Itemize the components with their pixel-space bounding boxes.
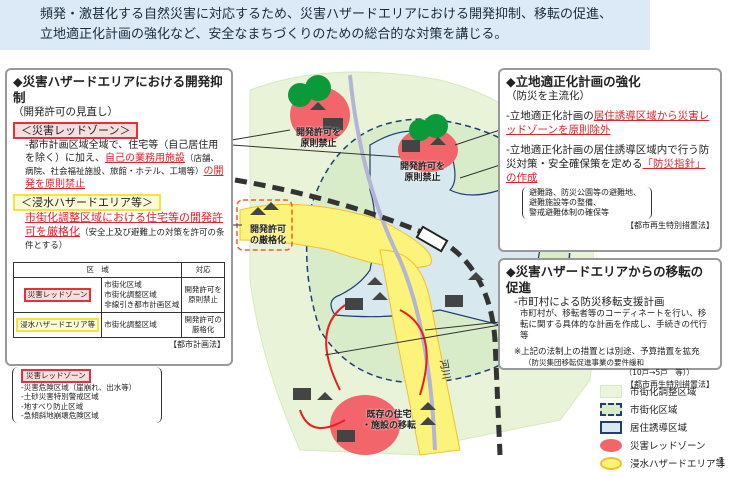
red-zone-text: -都市計画区域全域で、住宅等（自己居住用を除く）に加え、自己の業務用施設（店舗、…: [25, 140, 224, 190]
river-line: [348, 74, 437, 451]
red-zone-note: 災害レッドゾーン -災害危険区域（崖崩れ、出水等）-土砂災害特別警戒区域-地すべ…: [12, 367, 162, 423]
map-label-strict: 開発許可 の厳格化: [250, 225, 287, 246]
river-label: 河川: [437, 358, 452, 380]
map-label-move: 既存の住宅 ・施設の移転: [362, 410, 417, 431]
panel-subtitle: （防災を主流化）: [506, 90, 590, 102]
legend-item: 災害レッドゾーン: [600, 436, 725, 454]
item-1: -立地適正化計画の居住誘導区域から災害レッドゾーンを原則除外: [506, 110, 710, 136]
legend-item: 居住誘導区域: [600, 418, 725, 436]
flood-zone-tag: ＜浸水ハザードエリア等＞: [13, 194, 161, 211]
station-icon: [415, 225, 449, 253]
flood-hazard-area-river: [379, 249, 461, 456]
legend-item: 市街化区域: [600, 400, 725, 418]
banner-line-1: 頻発・激甚化する自然災害に対応するため、災害ハザードエリアにおける開発抑制、移転…: [40, 7, 613, 22]
panel-subtitle: （開発許可の見直し）: [13, 106, 118, 118]
bracket-note: 避難路、防災公園等の避難地、避難施設等の整備、警戒避難体制の確保等: [522, 187, 652, 219]
budget-note-3: （10戸→5戸 等））: [624, 368, 694, 377]
relocation-arrows: [299, 304, 428, 429]
map-label-ban-1: 開発許可を 原則禁止: [296, 128, 342, 149]
relocation-panel: ◆災害ハザードエリアからの移転の促進 -市町村による防災移転支援計画 市町村が、…: [498, 258, 722, 389]
panel-title: ◆立地適正化計画の強化: [506, 74, 641, 89]
budget-note-2: （防災集団移転促進事業の要件緩和: [524, 358, 644, 367]
source-label: 【都市再生特別措置法】: [626, 380, 714, 389]
flood-zone-text: 市街化調整区域における住宅等の開発許可を厳格化（安全上及び避難上の対策を許可の条…: [25, 211, 225, 251]
red-zone-2: [398, 128, 458, 172]
panel-title: ◆災害ハザードエリアからの移転の促進: [506, 264, 704, 295]
source-label: 【都市計画法】: [169, 340, 225, 349]
building-icons: [250, 102, 484, 442]
red-zone-tag: ＜災害レッドゾーン＞: [13, 122, 139, 139]
page-number: 1: [718, 455, 726, 469]
panel-sub: -市町村による防災移転支援計画: [514, 296, 665, 308]
panel-desc: 市町村が、移転者等のコーディネートを行い、移転に関する具体的な計画を作成し、手続…: [520, 309, 716, 341]
location-plan-panel: ◆立地適正化計画の強化 （防災を主流化） -立地適正化計画の居住誘導区域から災害…: [498, 68, 722, 252]
item-2: -立地適正化計画の居住誘導区域内で行う防災対策・安全確保策を定める「防災指針」の…: [506, 144, 710, 184]
map-legend: 市街化調整区域 市街化区域 居住誘導区域 災害レッドゾーン 浸水ハザードエリア等: [600, 382, 725, 472]
banner-line-2: 立地適正化計画の強化など、安全なまちづくりのための総合的な対策を講じる。: [40, 27, 508, 42]
panel-title: ◆災害ハザードエリアにおける開発抑制: [13, 74, 223, 105]
regulation-table: 区 域対応 災害レッドゾーン市街化区域 市街化調整区域 非線引き都市計画区域開発…: [12, 262, 225, 338]
legend-item: 市街化調整区域: [600, 382, 725, 400]
legend-item: 浸水ハザードエリア等: [600, 454, 725, 472]
budget-note: ※上記の法制上の措置とは別途、予算措置を拡充: [514, 347, 700, 357]
source-label: 【都市再生特別措置法】: [626, 221, 714, 230]
development-restriction-panel: ◆災害ハザードエリアにおける開発抑制 （開発許可の見直し） ＜災害レッドゾーン＞…: [5, 68, 233, 366]
map-label-ban-2: 開発許可を 原則禁止: [400, 162, 446, 183]
summary-banner: 頻発・激甚化する自然災害に対応するため、災害ハザードエリアにおける開発抑制、移転…: [0, 0, 650, 50]
leader-lines: [231, 129, 501, 356]
